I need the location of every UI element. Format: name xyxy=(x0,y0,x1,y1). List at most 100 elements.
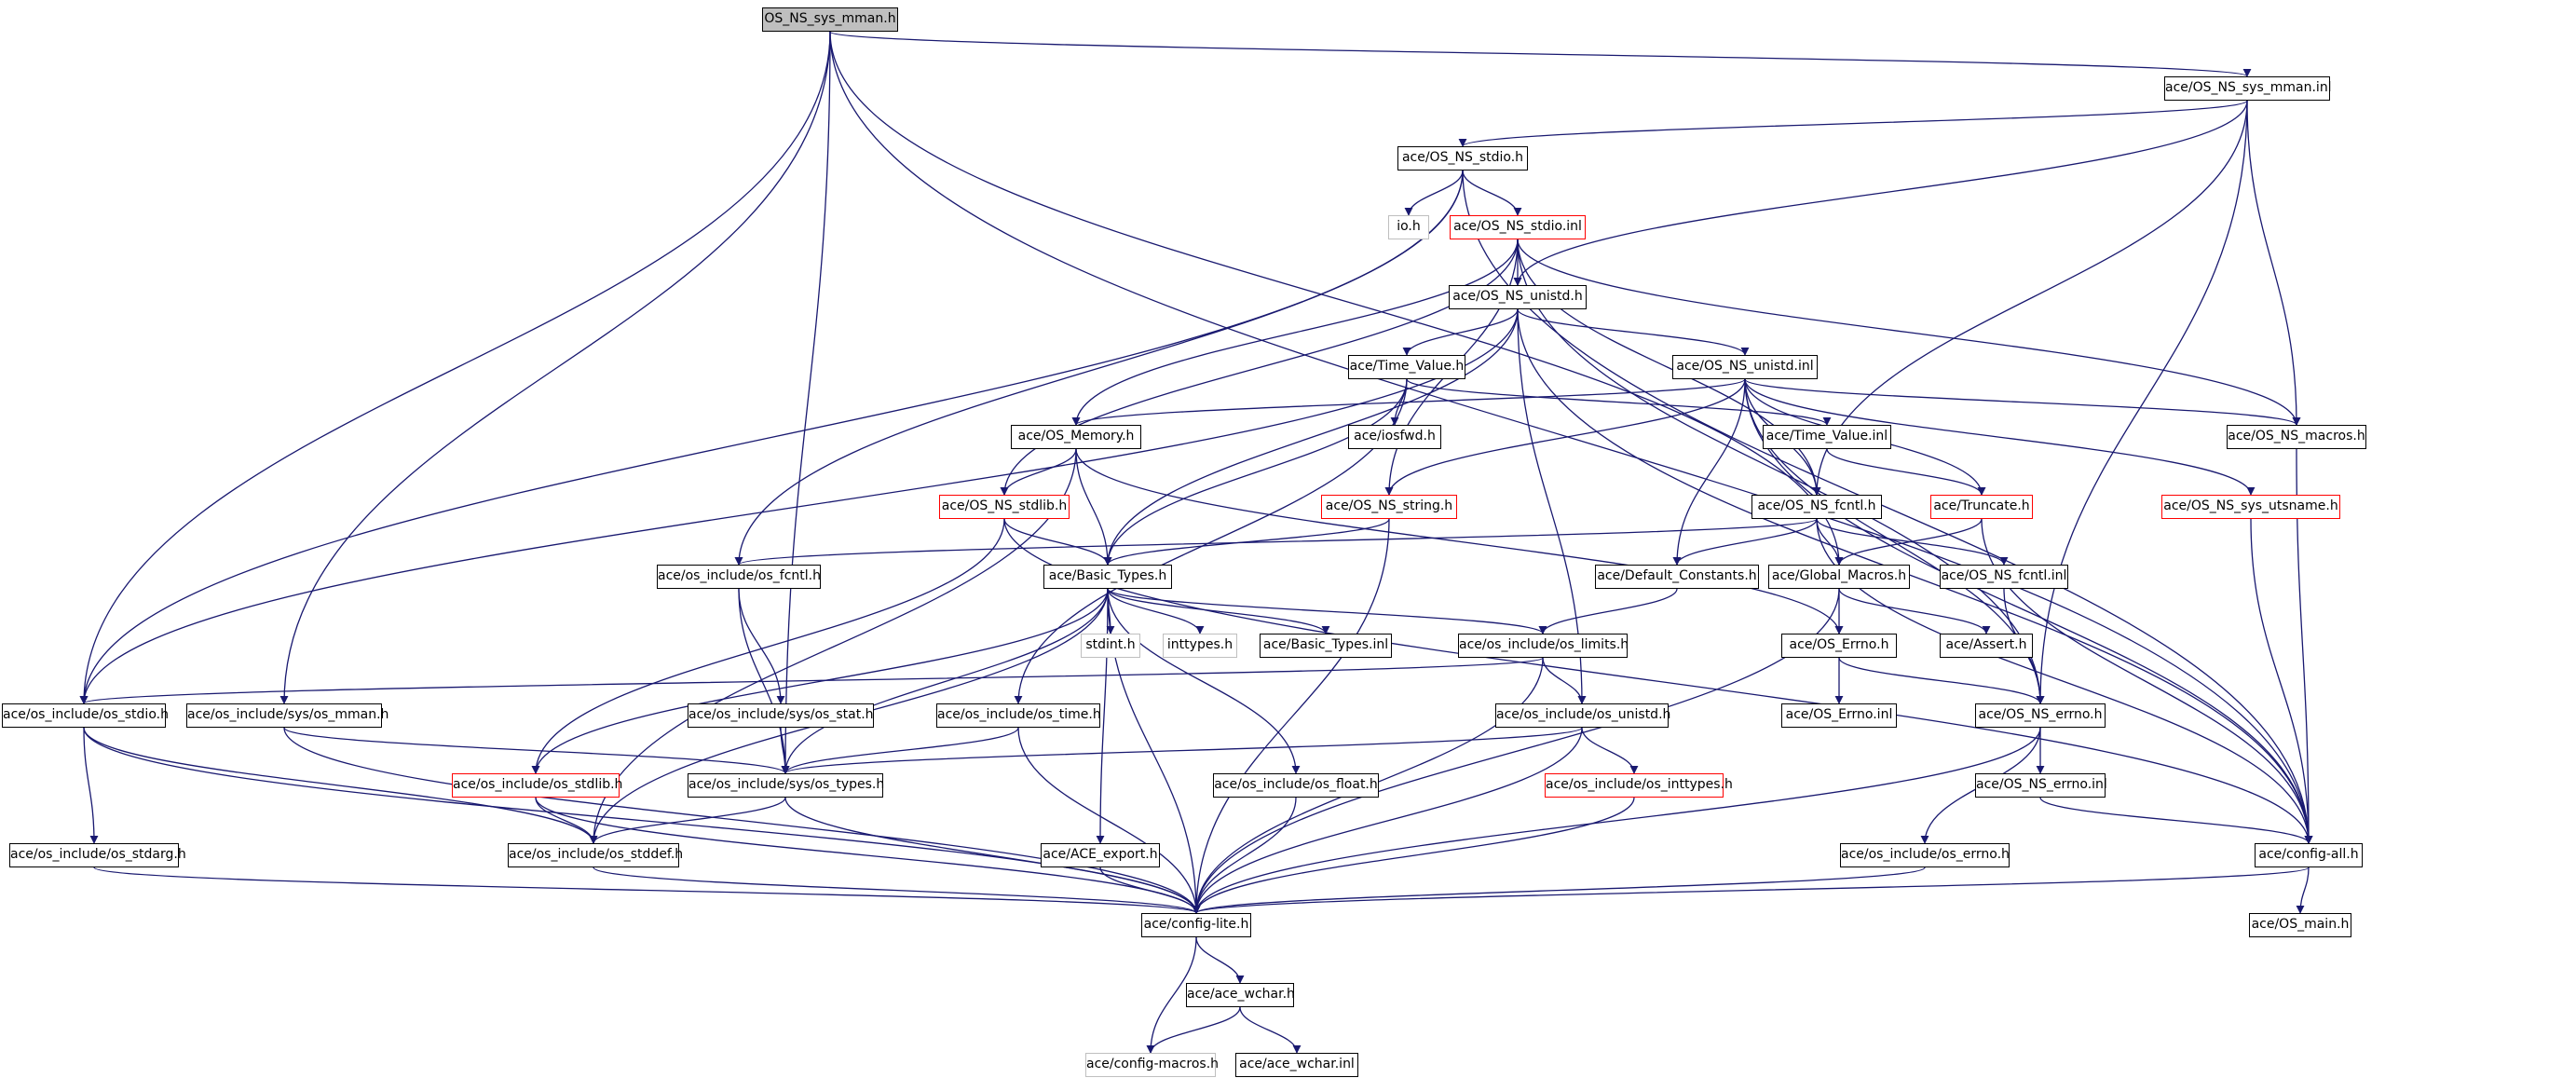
edge-basic_types_h-to-inttypes_h xyxy=(1107,588,1205,635)
edge-truncate_h-to-global_macros_h xyxy=(1834,518,1983,566)
node-os-ns-unistd-inl[interactable]: ace/OS_NS_unistd.inl xyxy=(1672,355,1818,379)
node-time-value-inl[interactable]: ace/Time_Value.inl xyxy=(1763,425,1891,449)
edge-oi_time_h-to-oi_sys_types_h xyxy=(781,727,1019,774)
edge-config_all_h-to-os_main_h xyxy=(2296,866,2310,914)
node-os-ns-string-h[interactable]: ace/OS_NS_string.h xyxy=(1321,495,1457,519)
node-os-include-sys-os-mman-h[interactable]: ace/os_include/sys/os_mman.h xyxy=(186,703,388,728)
edge-oi_errno_h-to-config_lite_h xyxy=(1192,866,1926,914)
edge-unistd_inl-to-sys_utsname_h xyxy=(1744,378,2256,496)
edge-oi_sys_mman_h-to-oi_sys_types_h xyxy=(283,727,790,774)
edge-oi_stddef_h-to-config_lite_h xyxy=(593,866,1201,914)
edge-oi_sys_types_h-to-config_lite_h xyxy=(784,797,1201,914)
node-os-include-os-stdlib-h[interactable]: ace/os_include/os_stdlib.h xyxy=(452,773,622,798)
node-time-value-h[interactable]: ace/Time_Value.h xyxy=(1348,355,1465,379)
edge-oi_float_h-to-config_lite_h xyxy=(1192,797,1297,914)
edge-global_macros_h-to-assert_h xyxy=(1838,588,1991,635)
edge-stdio_inl-to-os_ns_fcntl_h xyxy=(1517,239,1821,496)
node-ace-wchar-h[interactable]: ace/ace_wchar.h xyxy=(1186,983,1295,1007)
node-global-macros-h[interactable]: ace/Global_Macros.h xyxy=(1768,565,1910,589)
node-os-ns-stdio-inl[interactable]: ace/OS_NS_stdio.inl xyxy=(1450,215,1586,239)
node-stdint-h[interactable]: stdint.h xyxy=(1081,634,1140,658)
node-os-ns-unistd-h[interactable]: ace/OS_NS_unistd.h xyxy=(1449,285,1587,309)
edge-oi_unistd_h-to-oi_inttypes_h xyxy=(1581,727,1639,774)
edge-unistd_inl-to-os_ns_macros_h xyxy=(1744,378,2301,426)
node-os-ns-stdio-h[interactable]: ace/OS_NS_stdio.h xyxy=(1397,146,1528,171)
edge-root-to-sys_mman_inl xyxy=(829,31,2251,77)
node-os-include-os-time-h[interactable]: ace/os_include/os_time.h xyxy=(936,703,1101,728)
edge-unistd_h-to-basic_types_h xyxy=(1103,308,1519,566)
node-basic-types-h[interactable]: ace/Basic_Types.h xyxy=(1043,565,1172,589)
node-os-include-os-inttypes-h[interactable]: ace/os_include/os_inttypes.h xyxy=(1545,773,1733,798)
node-config-macros-h[interactable]: ace/config-macros.h xyxy=(1085,1053,1219,1077)
node-assert-h[interactable]: ace/Assert.h xyxy=(1940,634,2033,658)
edge-sys_utsname_h-to-config_all_h xyxy=(2250,518,2313,844)
edge-config_lite_h-to-config_macros_h xyxy=(1146,936,1197,1054)
edge-ace_wchar_h-to-config_macros_h xyxy=(1146,1006,1241,1054)
edge-unistd_h-to-time_value_h xyxy=(1402,308,1519,356)
edge-sys_mman_inl-to-unistd_h xyxy=(1513,100,2248,286)
node-os-include-sys-os-types-h[interactable]: ace/os_include/sys/os_types.h xyxy=(688,773,884,798)
node-basic-types-inl[interactable]: ace/Basic_Types.inl xyxy=(1260,634,1392,658)
node-os-include-os-errno-h[interactable]: ace/os_include/os_errno.h xyxy=(1840,843,2010,867)
node-os-ns-stdlib-h[interactable]: ace/OS_NS_stdlib.h xyxy=(939,495,1070,519)
node-os-errno-h[interactable]: ace/OS_Errno.h xyxy=(1781,634,1897,658)
edge-unistd_h-to-config_all_h xyxy=(1517,308,2313,844)
edge-os_ns_stdlib_h-to-basic_types_h xyxy=(1003,518,1112,566)
node-os-ns-errno-inl[interactable]: ace/OS_NS_errno.inl xyxy=(1975,773,2107,798)
edge-oi_limits_h-to-oi_stdio_h xyxy=(80,657,1544,704)
edge-stdio_inl-to-os_memory_h xyxy=(1071,239,1519,426)
node-os-main-h[interactable]: ace/OS_main.h xyxy=(2249,913,2351,937)
node-os-include-os-stdio-h[interactable]: ace/os_include/os_stdio.h xyxy=(2,703,169,728)
edge-stdio_h-to-io_h xyxy=(1404,170,1464,216)
edge-default_constants_h-to-oi_limits_h xyxy=(1538,588,1678,635)
node-os-include-sys-os-stat-h[interactable]: ace/os_include/sys/os_stat.h xyxy=(688,703,874,728)
edge-root-to-global_macros_h xyxy=(829,31,1844,566)
edge-oi_time_h-to-config_lite_h xyxy=(1017,727,1201,914)
edge-os_ns_fcntl_h-to-default_constants_h xyxy=(1672,518,1818,566)
node-os-ns-errno-h[interactable]: ace/OS_NS_errno.h xyxy=(1975,703,2106,728)
node-os-memory-h[interactable]: ace/OS_Memory.h xyxy=(1011,425,1141,449)
node-os-errno-inl[interactable]: ace/OS_Errno.inl xyxy=(1781,703,1897,728)
edge-basic_types_h-to-oi_limits_h xyxy=(1107,588,1547,635)
node-os-include-os-fcntl-h[interactable]: ace/os_include/os_fcntl.h xyxy=(657,565,821,589)
node-os-ns-fcntl-h[interactable]: ace/OS_NS_fcntl.h xyxy=(1751,495,1882,519)
node-os-ns-macros-h[interactable]: ace/OS_NS_macros.h xyxy=(2227,425,2366,449)
edge-basic_types_h-to-oi_stdlib_h xyxy=(531,588,1109,774)
node-iosfwd-h[interactable]: ace/iosfwd.h xyxy=(1348,425,1441,449)
edge-stdio_inl-to-os_ns_stdlib_h xyxy=(1000,239,1519,496)
edge-os_ns_fcntl_h-to-oi_fcntl_h xyxy=(734,518,1818,566)
edge-config_all_h-to-config_lite_h xyxy=(1192,866,2310,914)
node-ace-export-h[interactable]: ace/ACE_export.h xyxy=(1041,843,1160,867)
node-ace-wchar-inl[interactable]: ace/ace_wchar.inl xyxy=(1235,1053,1358,1077)
node-os-ns-fcntl-inl[interactable]: ace/OS_NS_fcntl.inl xyxy=(1940,565,2068,589)
edge-oi_stdio_h-to-oi_stdarg_h xyxy=(83,727,99,844)
node-truncate-h[interactable]: ace/Truncate.h xyxy=(1930,495,2033,519)
node-config-lite-h[interactable]: ace/config-lite.h xyxy=(1141,913,1251,937)
edge-sys_mman_inl-to-stdio_h xyxy=(1458,100,2248,147)
node-default-constants-h[interactable]: ace/Default_Constants.h xyxy=(1595,565,1759,589)
edge-os_ns_errno_h-to-config_lite_h xyxy=(1192,727,2041,914)
edge-unistd_h-to-unistd_inl xyxy=(1517,308,1750,356)
edge-os_memory_h-to-basic_types_h xyxy=(1075,448,1112,566)
node-io-h[interactable]: io.h xyxy=(1388,215,1429,239)
edge-stdio_h-to-oi_fcntl_h xyxy=(734,170,1464,566)
node-os-include-os-stdarg-h[interactable]: ace/os_include/os_stdarg.h xyxy=(9,843,186,867)
node-os-ns-sys-utsname-h[interactable]: ace/OS_NS_sys_utsname.h xyxy=(2161,495,2340,519)
node-os-include-os-stddef-h[interactable]: ace/os_include/os_stddef.h xyxy=(508,843,683,867)
node-config-all-h[interactable]: ace/config-all.h xyxy=(2255,843,2363,867)
edge-sys_mman_inl-to-os_ns_errno_h xyxy=(2036,100,2248,704)
edge-oi_unistd_h-to-config_lite_h xyxy=(1192,727,1583,914)
edge-time_value_h-to-time_value_inl xyxy=(1406,378,1832,426)
node-os-ns-sys-mman-h[interactable]: OS_NS_sys_mman.h xyxy=(762,7,898,32)
edge-root-to-oi_sys_types_h xyxy=(781,31,831,774)
node-os-include-os-limits-h[interactable]: ace/os_include/os_limits.h xyxy=(1458,634,1629,658)
edge-root-to-oi_sys_mman_h xyxy=(279,31,831,704)
node-os-include-os-float-h[interactable]: ace/os_include/os_float.h xyxy=(1213,773,1379,798)
edge-basic_types_h-to-oi_sys_types_h xyxy=(781,588,1109,774)
edge-os_memory_h-to-os_errno_h xyxy=(1075,448,1844,635)
node-os-ns-sys-mman-inl[interactable]: ace/OS_NS_sys_mman.inl xyxy=(2164,76,2332,101)
node-os-include-os-unistd-h[interactable]: ace/os_include/os_unistd.h xyxy=(1495,703,1670,728)
node-inttypes-h[interactable]: inttypes.h xyxy=(1163,634,1237,658)
